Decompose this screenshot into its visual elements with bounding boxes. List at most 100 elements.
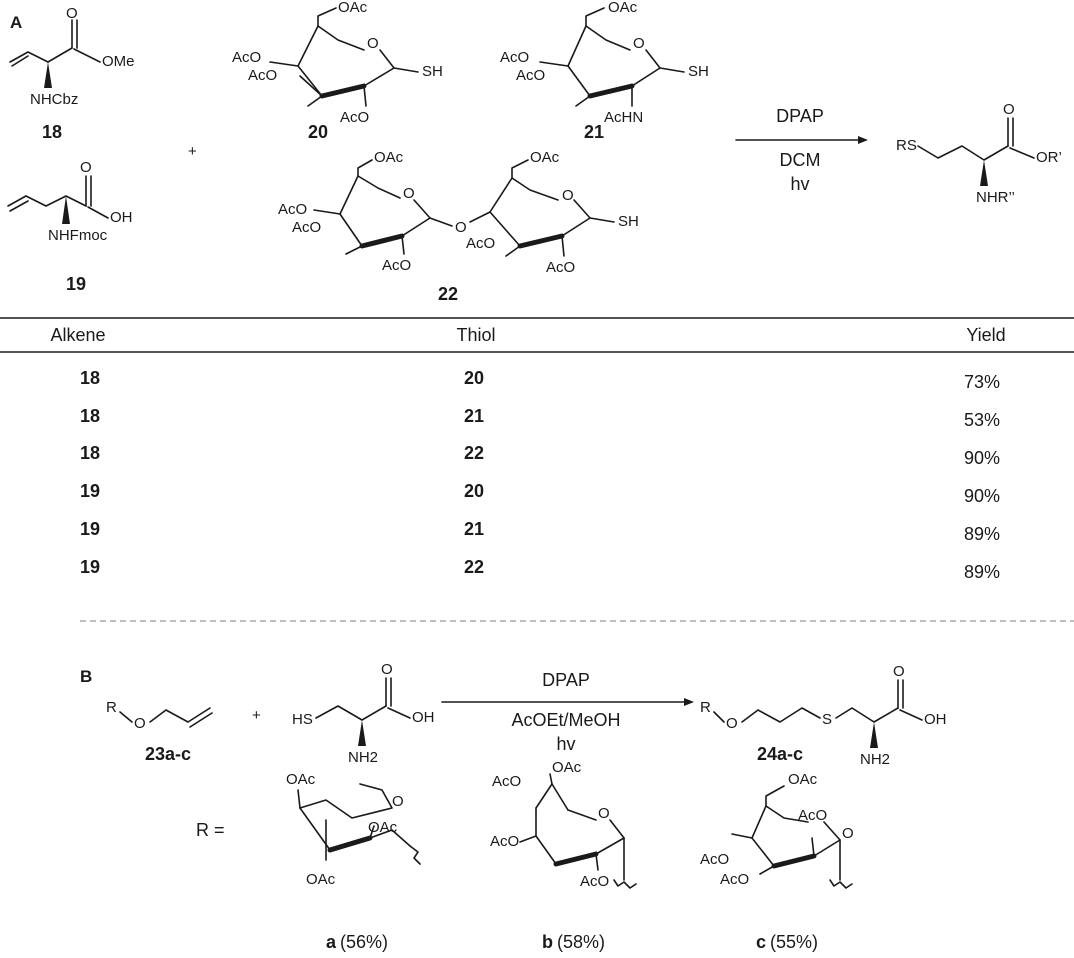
acetate-label: AcO [492,773,521,790]
thiol-cell: 21 [464,406,484,426]
compound-18-structure: O OMe NHCbz [9,5,135,108]
stereo-wedge [870,722,878,748]
acetate-label: OAc [306,871,336,888]
yield-cell: 89% [964,524,1000,544]
table-row: 18 21 53% [80,406,1000,430]
sugar-c-letter: c(55%) [756,932,818,952]
yield-cell: 89% [964,562,1000,582]
light-label: hv [556,734,575,754]
alkene-cell: 19 [80,557,100,577]
sugar-a-letter-text: a [326,932,337,952]
r-label: R [106,699,117,716]
acetate-label: AcO [340,109,369,126]
compound-22-structure: OAc AcO AcO AcO OAc AcO AcO O O O SH [278,149,639,276]
stereo-wedge [62,196,70,224]
compound-19-label: 19 [66,274,86,294]
panel-b-label: B [80,667,92,686]
acetate-label: AcO [466,235,495,252]
carbonyl-o-label: O [1003,101,1015,118]
thiol-cell: 20 [464,368,484,388]
reaction-arrow-a [735,136,868,144]
yield-cell: 90% [964,448,1000,468]
thiol-label: SH [618,213,639,230]
yield-cell: 53% [964,410,1000,430]
table-row: 19 22 89% [80,557,1000,582]
acetate-label: AcO [720,871,749,888]
sugar-b-letter: b(58%) [542,932,605,952]
product-a-structure: RS O OR’ NHR’’ [896,101,1062,206]
acetate-label: AcO [490,833,519,850]
acetate-label: AcO [382,257,411,274]
carbonyl-o-label: O [893,663,905,680]
ring-oxygen-label: O [403,185,415,202]
rs-label: RS [896,137,917,154]
thiol-label: SH [422,63,443,80]
sugar-a-letter: a(56%) [326,932,388,952]
acetate-label: AcO [798,807,827,824]
thioether-s-label: S [822,711,832,728]
panel-a-label: A [10,13,22,32]
ring-oxygen-label: O [598,805,610,822]
ring-oxygen-label: O [633,35,645,52]
thiol-label: SH [688,63,709,80]
carbonyl-o-label: O [66,5,78,22]
acetate-label: AcO [700,851,729,868]
acid-label: OH [412,709,435,726]
nh2-label: NH2 [348,749,378,766]
table-row: 18 20 73% [80,368,1000,392]
carbonyl-o-label: O [381,661,393,678]
compound-23-structure: R O [106,699,213,732]
sugar-c-yield: (55%) [770,932,818,952]
acetate-label: AcO [232,49,261,66]
alkene-cell: 19 [80,481,100,501]
ether-o-label: O [134,715,146,732]
hs-label: HS [292,711,313,728]
table-row: 19 21 89% [80,519,1000,544]
acetate-label: AcO [516,67,545,84]
alkene-cell: 18 [80,406,100,426]
compound-24-structure: R O S O OH NH2 [700,663,947,768]
acetate-label: AcO [248,67,277,84]
reagent-label: DPAP [542,670,590,690]
sugar-c-structure: OAc AcO AcO AcO O [700,771,854,889]
compound-21-label: 21 [584,122,604,142]
plus-sign: + [252,707,261,724]
table-header: Thiol [456,325,495,345]
sugar-b-structure: AcO OAc AcO AcO O [490,759,637,890]
nh-label: NHR’’ [976,189,1015,206]
compound-24-label: 24a-c [757,744,803,764]
acetate-label: OAc [338,0,368,16]
ester-label: OMe [102,53,135,70]
solvent-label: AcOEt/MeOH [511,710,620,730]
ring-oxygen-label: O [367,35,379,52]
acetate-label: AcO [580,873,609,890]
bridge-oxygen-label: O [455,219,467,236]
thiol-cell: 21 [464,519,484,539]
table-header: Alkene [50,325,105,345]
compound-21-structure: OAc AcO AcO AcHN O SH [500,0,709,126]
ester-label: OR’ [1036,149,1062,166]
compound-20-label: 20 [308,122,328,142]
nh-label: NHCbz [30,91,78,108]
r-equals-label: R = [196,820,225,840]
ring-oxygen-label: O [392,793,404,810]
alkene-cell: 19 [80,519,100,539]
thiol-cell: 22 [464,557,484,577]
nhac-label: AcHN [604,109,643,126]
table-row: 18 22 90% [80,443,1000,468]
stereo-wedge [980,160,988,186]
table-row: 19 20 90% [80,481,1000,506]
acetate-label: OAc [552,759,582,776]
r-label: R [700,699,711,716]
sugar-b-yield: (58%) [557,932,605,952]
table-header: Yield [966,325,1005,345]
sugar-b-letter-text: b [542,932,553,952]
reaction-arrow-b [441,698,694,706]
nh2-label: NH2 [860,751,890,768]
acetate-label: OAc [608,0,638,16]
acetate-label: OAc [788,771,818,788]
solvent-label: DCM [780,150,821,170]
compound-18-label: 18 [42,122,62,142]
stereo-wedge [44,62,52,88]
